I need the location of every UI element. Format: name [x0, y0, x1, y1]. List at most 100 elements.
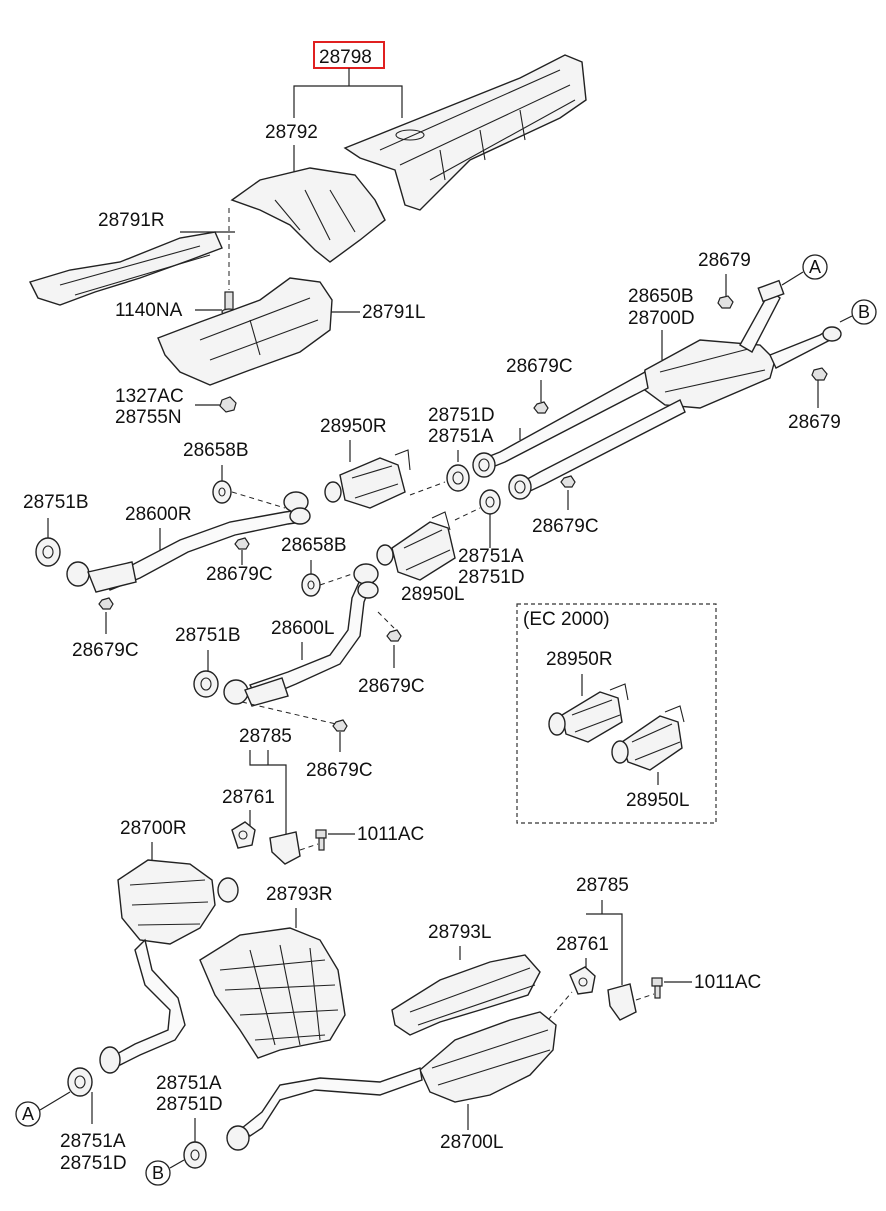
ec-part-label-28950L[interactable]: 28950L	[626, 790, 689, 811]
part-label-28751A-4[interactable]: 28751A	[156, 1073, 222, 1094]
dash-28679C-6	[241, 701, 337, 725]
part-label-1011AC-2[interactable]: 1011AC	[694, 972, 761, 993]
svg-text:A: A	[809, 257, 821, 277]
part-label-28658B-1[interactable]: 28658B	[183, 440, 249, 461]
ec-part-label-28950R[interactable]: 28950R	[546, 649, 613, 670]
dash-28658B-1	[231, 491, 286, 509]
part-label-28792[interactable]: 28792	[265, 122, 318, 143]
part-label-28600L[interactable]: 28600L	[271, 618, 334, 639]
part-label-28751D-4[interactable]: 28751D	[156, 1094, 223, 1115]
part-label-28950L[interactable]: 28950L	[401, 584, 464, 605]
nut-28679C-6	[332, 719, 348, 732]
nut-28679C-3	[98, 597, 114, 610]
part-label-28755N[interactable]: 28755N	[115, 407, 182, 428]
front-pipe-28600L	[223, 563, 379, 707]
part-label-1327AC[interactable]: 1327AC	[115, 386, 184, 407]
part-label-28679C-6[interactable]: 28679C	[306, 760, 373, 781]
part-label-28793L[interactable]: 28793L	[428, 922, 491, 943]
part-label-28679-top[interactable]: 28679	[698, 250, 751, 271]
center-pipe-28650B	[484, 279, 842, 493]
gasket-28751D-1	[446, 452, 532, 500]
nut-28679C-2	[234, 537, 250, 550]
marker-B-top: B	[851, 299, 877, 325]
part-label-28650B[interactable]: 28650B	[628, 286, 694, 307]
bracket-28761-1	[231, 821, 301, 865]
part-label-28700L[interactable]: 28700L	[440, 1132, 503, 1153]
part-label-28700D[interactable]: 28700D	[628, 308, 695, 329]
catalytic-converter-28950R	[324, 449, 411, 509]
part-label-28679C-1[interactable]: 28679C	[506, 356, 573, 377]
nut-1327AC	[219, 396, 237, 413]
dash-1011AC-2	[635, 993, 655, 1001]
gasket-28751B-2	[193, 670, 219, 698]
part-label-28679C-4[interactable]: 28679C	[532, 516, 599, 537]
svg-text:B: B	[152, 1163, 164, 1183]
part-label-28751D-2[interactable]: 28751D	[458, 567, 525, 588]
heat-shield-28793L	[391, 954, 541, 1036]
rear-flange-28700L	[183, 1125, 250, 1169]
part-label-28679C-5[interactable]: 28679C	[358, 676, 425, 697]
heat-shield-28792	[230, 167, 386, 263]
part-label-28751A-3[interactable]: 28751A	[60, 1131, 126, 1152]
ec-catalytic-converter-28950L	[611, 705, 685, 771]
part-label-28600R[interactable]: 28600R	[125, 504, 192, 525]
marker-A-bottom: A	[15, 1101, 41, 1127]
part-label-28793R[interactable]: 28793R	[266, 884, 333, 905]
gasket-28751A-2	[479, 489, 501, 515]
nut-28679C-5	[386, 629, 402, 642]
part-label-28751A-1[interactable]: 28751A	[428, 426, 494, 447]
muffler-28700L	[240, 1011, 557, 1137]
part-label-28679C-2[interactable]: 28679C	[206, 564, 273, 585]
part-label-28761-1[interactable]: 28761	[222, 787, 275, 808]
gasket-28751B-1	[35, 537, 61, 567]
part-label-28751B-2[interactable]: 28751B	[175, 625, 241, 646]
part-label-28751D-1[interactable]: 28751D	[428, 405, 495, 426]
nut-28679-right	[811, 367, 828, 381]
nut-28679C-1	[533, 401, 549, 414]
catalytic-converter-28950L	[376, 511, 456, 581]
nut-28679-top	[717, 295, 734, 309]
heat-shield-28798	[343, 54, 587, 211]
ec-2000-box	[516, 603, 717, 824]
part-label-28791L[interactable]: 28791L	[362, 302, 425, 323]
part-label-28658B-2[interactable]: 28658B	[281, 535, 347, 556]
ec-catalytic-converter-28950R	[548, 683, 629, 743]
part-label-28761-2[interactable]: 28761	[556, 934, 609, 955]
part-label-28791R[interactable]: 28791R	[98, 210, 165, 231]
dash-left-cat-L	[454, 507, 481, 521]
bolt-1011AC-1	[315, 829, 327, 851]
part-label-28679-right[interactable]: 28679	[788, 412, 841, 433]
part-label-28700R[interactable]: 28700R	[120, 818, 187, 839]
heat-shield-28793R	[199, 927, 346, 1059]
marker-B-bottom: B	[145, 1160, 171, 1186]
hanger-28658B-1	[212, 480, 232, 504]
bracket-28761-2	[569, 966, 637, 1021]
ec-2000-title: (EC 2000)	[523, 609, 610, 630]
nut-28679C-4	[560, 475, 576, 488]
heat-shield-28791R	[29, 231, 223, 306]
part-label-28950R[interactable]: 28950R	[320, 416, 387, 437]
dash-1011AC-1	[299, 843, 319, 851]
dash-28679C-5	[377, 611, 395, 629]
part-label-28751A-2[interactable]: 28751A	[458, 546, 524, 567]
part-label-1140NA[interactable]: 1140NA	[115, 300, 183, 321]
part-label-28785-1[interactable]: 28785	[239, 726, 292, 747]
dash-left-cat-R	[409, 481, 446, 496]
part-label-28785-2[interactable]: 28785	[576, 875, 629, 896]
dash-hanger-muffler-L	[547, 991, 573, 1021]
hanger-28658B-2	[301, 573, 321, 597]
svg-text:A: A	[22, 1104, 34, 1124]
front-pipe-28600R	[66, 491, 311, 593]
part-label-1011AC-1[interactable]: 1011AC	[357, 824, 424, 845]
part-label-28751D-3[interactable]: 28751D	[60, 1153, 127, 1174]
svg-text:B: B	[858, 302, 870, 322]
part-label-28798[interactable]: 28798	[319, 47, 372, 68]
part-label-28751B-1[interactable]: 28751B	[23, 492, 89, 513]
part-label-28679C-3[interactable]: 28679C	[72, 640, 139, 661]
marker-A-top: A	[802, 254, 828, 280]
bolt-1011AC-2	[651, 977, 663, 999]
dash-28658B-2	[319, 571, 359, 586]
rear-flange-28700R	[67, 1046, 121, 1097]
heat-shield-28791L	[157, 277, 333, 386]
